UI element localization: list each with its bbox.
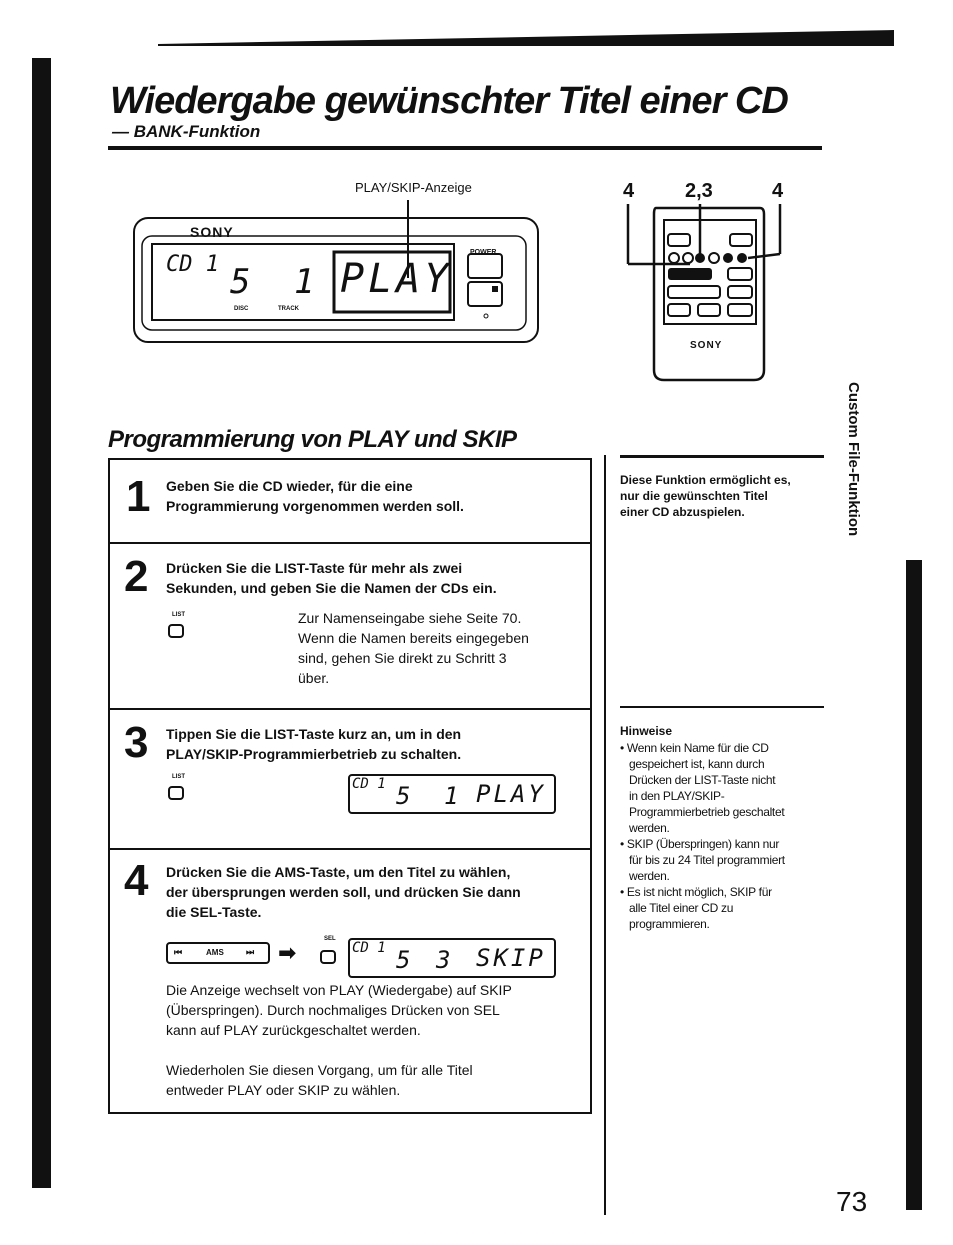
step-1-number: 1 [126, 472, 151, 521]
sidebar-rule [604, 455, 606, 1215]
note-line: werden. [629, 821, 670, 835]
power-label: POWER [470, 249, 497, 256]
notes-list: • Wenn kein Name für die CD gespeichert … [620, 740, 830, 932]
step-3-display: CD 1 5 1 PLAY [348, 774, 556, 814]
note-item: • SKIP (Überspringen) kann nur für bis z… [620, 836, 830, 884]
display-disc-number: 5 [230, 262, 251, 302]
display-cd-indicator: CD 1 [166, 252, 219, 277]
page-title: Wiedergabe gewünschter Titel einer CD [110, 80, 789, 122]
remote-callout-left: 4 [623, 180, 635, 202]
ams-label: AMS [206, 948, 224, 957]
right-margin-bar [906, 560, 922, 1210]
display-disc-number: 5 [396, 782, 411, 810]
skip-back-icon: ⏮ [174, 947, 183, 957]
top-rule [158, 30, 894, 46]
step-divider [110, 708, 590, 710]
section-heading: Programmierung von PLAY und SKIP [108, 426, 517, 453]
display-disc-number: 5 [396, 946, 411, 974]
step-4-para1-line-1: Die Anzeige wechselt von PLAY (Wiedergab… [166, 982, 512, 998]
note-line: Drücken der LIST-Taste nicht [629, 773, 776, 787]
sidebar-intro-line: einer CD abzuspielen. [620, 505, 745, 519]
page-number: 73 [836, 1186, 868, 1217]
list-button-label: LIST [172, 774, 185, 780]
step-4-line-3: die SEL-Taste. [166, 904, 262, 920]
display-cd-indicator: CD 1 [352, 776, 386, 792]
display-cd-indicator: CD 1 [352, 940, 386, 956]
step-4-para1-line-3: kann auf PLAY zurückgeschaltet werden. [166, 1022, 421, 1038]
display-mode: PLAY [476, 780, 546, 808]
sel-button-label: SEL [324, 936, 336, 942]
head-unit-illustration [133, 200, 539, 343]
note-line: für bis zu 24 Titel programmiert [629, 853, 785, 867]
step-4-para2-line-1: Wiederholen Sie diesen Vorgang, um für a… [166, 1062, 473, 1078]
step-2-number: 2 [124, 552, 149, 601]
sidebar-intro-line: nur die gewünschten Titel [620, 489, 768, 503]
note-line: werden. [629, 869, 670, 883]
step-4-number: 4 [124, 856, 149, 905]
list-button-icon [168, 624, 184, 638]
step-2-line-2: Sekunden, und geben Sie die Namen der CD… [166, 580, 497, 596]
step-1-line-1: Geben Sie die CD wieder, für die eine [166, 478, 413, 494]
step-2-note-3: sind, gehen Sie direkt zu Schritt 3 [298, 650, 507, 666]
step-1-line-2: Programmierung vorgenommen werden soll. [166, 498, 464, 514]
notes-heading: Hinweise [620, 724, 673, 738]
sidebar-top-rule [620, 455, 824, 458]
lcd-callout-label: PLAY/SKIP-Anzeige [355, 180, 472, 195]
step-divider [110, 542, 590, 544]
remote-callout-center: 2,3 [685, 180, 713, 202]
track-label: TRACK [278, 306, 299, 312]
section-tab-label: Custom File-Funktion [845, 382, 862, 537]
note-item: • Wenn kein Name für die CD gespeichert … [620, 740, 830, 836]
step-4-display: CD 1 5 3 SKIP [348, 938, 556, 978]
remote-callout-right: 4 [772, 180, 784, 202]
brand-logo: SONY [190, 224, 234, 240]
title-rule [108, 146, 822, 150]
note-line: programmieren. [629, 917, 710, 931]
step-3-line-1: Tippen Sie die LIST-Taste kurz an, um in… [166, 726, 462, 742]
remote-brand-logo: SONY [690, 340, 723, 351]
note-line: gespeichert ist, kann durch [629, 757, 765, 771]
arrow-right-icon: ➡ [278, 940, 297, 965]
note-line: • Wenn kein Name für die CD [620, 741, 769, 755]
sidebar-intro-line: Diese Funktion ermöglicht es, [620, 473, 791, 487]
step-2-line-1: Drücken Sie die LIST-Taste für mehr als … [166, 560, 463, 576]
sidebar-notes-rule [620, 706, 824, 708]
display-track-number: 1 [444, 782, 459, 810]
note-line: alle Titel einer CD zu [629, 901, 734, 915]
step-2-note-4: über. [298, 670, 330, 686]
display-track-number: 3 [436, 946, 451, 974]
step-4-line-2: der übersprungen werden soll, und drücke… [166, 884, 521, 900]
steps-box: 1 Geben Sie die CD wieder, für die eine … [108, 458, 592, 1114]
list-button-label: LIST [172, 612, 185, 618]
remote-control-illustration [626, 204, 782, 382]
sel-button-icon [320, 950, 336, 964]
step-2-note-1: Zur Namenseingabe siehe Seite 70. [298, 610, 522, 626]
display-track-number: 1 [294, 262, 315, 302]
note-line: • Es ist nicht möglich, SKIP für [620, 885, 772, 899]
step-4-line-1: Drücken Sie die AMS-Taste, um den Titel … [166, 864, 511, 880]
left-margin-bar [32, 58, 51, 1188]
display-mode: PLAY [340, 256, 453, 302]
step-4-para2-line-2: entweder PLAY oder SKIP zu wählen. [166, 1082, 401, 1098]
sidebar-intro: Diese Funktion ermöglicht es, nur die ge… [620, 472, 830, 520]
ams-button-icon: ⏮ AMS ⏭ [166, 942, 270, 964]
list-button-icon [168, 786, 184, 800]
step-2-note-2: Wenn die Namen bereits eingegeben [298, 630, 529, 646]
step-3-number: 3 [124, 718, 149, 767]
note-item: • Es ist nicht möglich, SKIP für alle Ti… [620, 884, 830, 932]
note-line: • SKIP (Überspringen) kann nur [620, 837, 780, 851]
display-mode: SKIP [476, 944, 546, 972]
note-line: Programmierbetrieb geschaltet [629, 805, 785, 819]
skip-forward-icon: ⏭ [246, 947, 255, 957]
step-4-para1-line-2: (Überspringen). Durch nochmaliges Drücke… [166, 1002, 500, 1018]
page-subtitle: — BANK-Funktion [112, 122, 261, 141]
disc-label: DISC [234, 306, 249, 312]
step-divider [110, 848, 590, 850]
step-3-line-2: PLAY/SKIP-Programmierbetrieb zu schalten… [166, 746, 462, 762]
note-line: in den PLAY/SKIP- [629, 789, 725, 803]
